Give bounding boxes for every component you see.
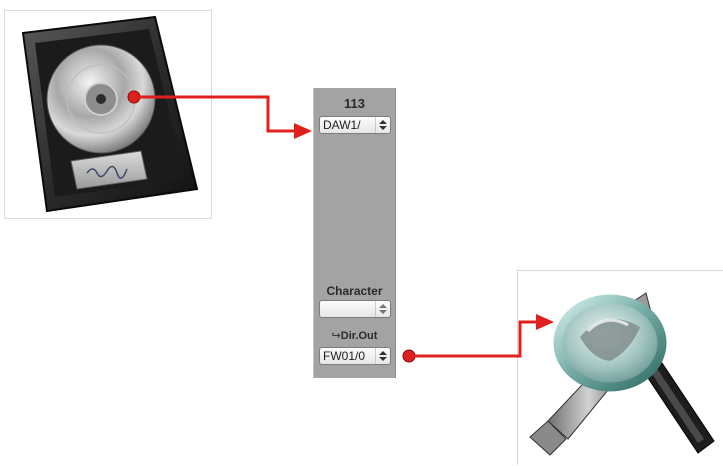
input-connector-arrowhead xyxy=(294,123,312,139)
magnifying-glass-tools-icon xyxy=(529,292,715,456)
tools-icon-panel xyxy=(517,270,723,465)
output-connector-dot xyxy=(402,349,416,363)
input-selector[interactable]: DAW1/ xyxy=(319,116,391,134)
up-down-arrows-icon xyxy=(375,301,390,317)
logic-app-icon-panel xyxy=(4,10,212,219)
output-selector[interactable]: FW01/0 xyxy=(319,347,391,365)
input-value: DAW1/ xyxy=(323,118,361,132)
channel-number: 113 xyxy=(344,96,365,111)
character-selector[interactable] xyxy=(319,300,391,318)
direct-out-text: Dir.Out xyxy=(340,330,378,342)
direct-out-arrow-icon: ↪ xyxy=(331,330,341,342)
output-value: FW01/0 xyxy=(323,349,366,363)
character-label: Character xyxy=(326,284,383,298)
up-down-arrows-icon xyxy=(375,348,390,364)
direct-out-label: ↪Dir.Out xyxy=(314,329,395,342)
channel-strip: 113 DAW1/ Character ↪Dir.Out FW01/0 xyxy=(313,88,396,378)
up-down-arrows-icon xyxy=(375,117,390,133)
logic-pro-record-icon xyxy=(21,15,199,213)
